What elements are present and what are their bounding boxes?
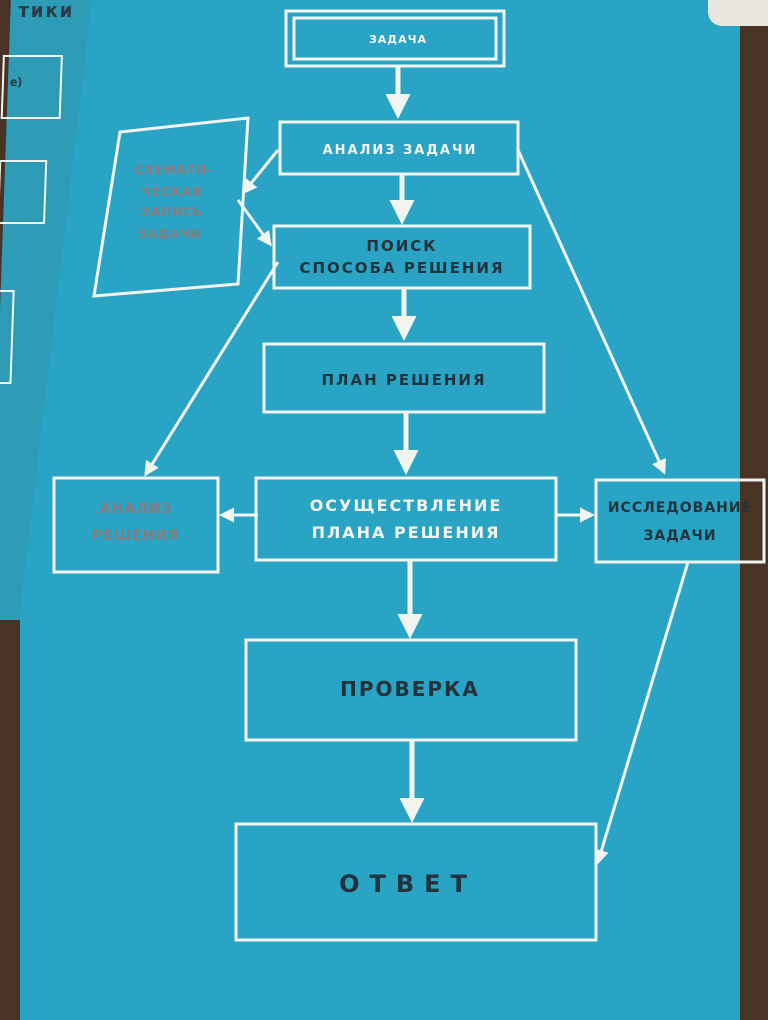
label-investigation-2: ЗАДАЧИ (643, 528, 716, 544)
node-solution-analysis (52, 476, 220, 574)
arrow-analysis-schematic (242, 149, 280, 195)
label-search-2: СПОСОБА РЕШЕНИЯ (299, 259, 504, 277)
label-schematic-1: СХЕМАТИ- (135, 163, 214, 177)
arrow-search-solution-analysis (144, 261, 280, 477)
flow-arrows (385, 66, 425, 823)
book-cover (20, 0, 740, 1020)
label-solution-analysis-2: РЕШЕНИЯ (92, 528, 180, 544)
label-task: ЗАДАЧА (369, 33, 427, 46)
flow-arrows-thin (144, 149, 690, 865)
arrow-analysis-investigation (516, 149, 666, 475)
label-solution-analysis-1: АНАЛИЗ (100, 501, 173, 517)
label-investigation-1: ИССЛЕДОВАНИЕ (608, 500, 752, 516)
node-investigation (594, 478, 766, 564)
node-search (272, 224, 532, 290)
label-answer: ОТВЕТ (339, 870, 477, 898)
label-check: ПРОВЕРКА (340, 677, 480, 701)
arrow-investigation-answer (594, 561, 690, 865)
node-task-inner (292, 16, 498, 61)
page-corner (708, 0, 768, 26)
label-execution-2: ПЛАНА РЕШЕНИЯ (312, 523, 501, 542)
node-check (244, 638, 578, 742)
label-schematic-2: ЧЕСКАЯ (141, 185, 202, 199)
node-analysis (278, 120, 520, 176)
label-execution-1: ОСУЩЕСТВЛЕНИЕ (310, 496, 503, 515)
node-task-outer (284, 9, 506, 68)
node-answer (234, 822, 598, 942)
label-plan: ПЛАН РЕШЕНИЯ (321, 371, 486, 389)
label-schematic-4: ЗАДАЧИ (138, 227, 202, 241)
node-execution (254, 476, 558, 562)
label-search-1: ПОИСК (366, 237, 437, 255)
node-plan (262, 342, 546, 414)
label-analysis: АНАЛИЗ ЗАДАЧИ (323, 143, 478, 158)
node-schematic (92, 116, 250, 298)
label-schematic-3: ЗАПИСЬ (141, 205, 203, 219)
